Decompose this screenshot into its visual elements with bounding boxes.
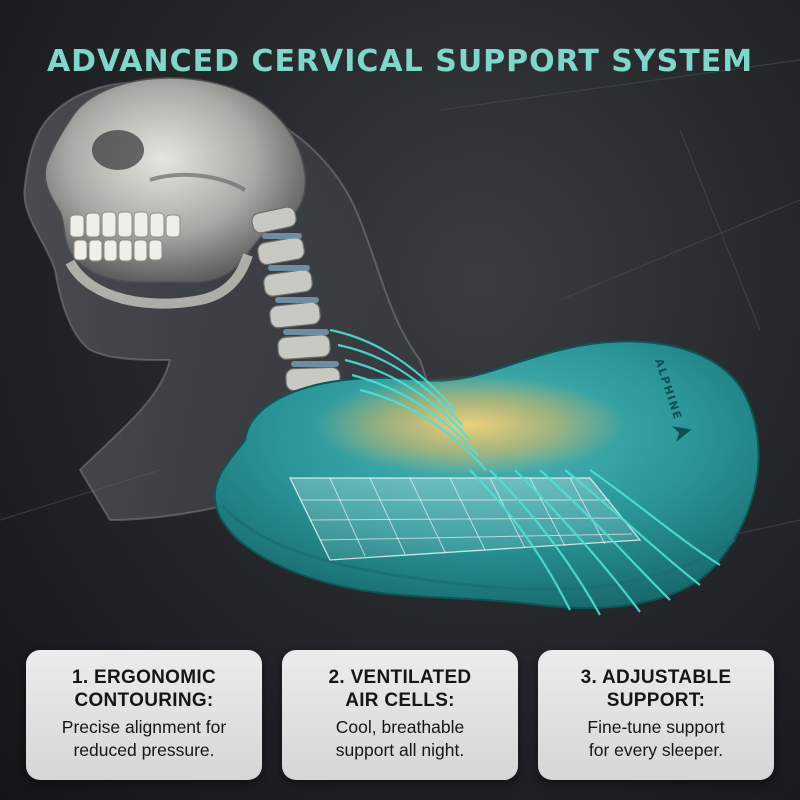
airflow-lines bbox=[329, 328, 721, 616]
feature-cards: 1. ERGONOMIC CONTOURING: Precise alignme… bbox=[26, 650, 776, 780]
feature-description: Precise alignment for reduced pressure. bbox=[26, 716, 262, 762]
feature-heading-line: 3. ADJUSTABLE bbox=[580, 667, 732, 688]
pillow-illustration: ALPHINE bbox=[213, 340, 760, 609]
feature-description-line: reduced pressure. bbox=[73, 740, 215, 760]
feature-heading-line: SUPPORT: bbox=[606, 690, 706, 711]
feature-description-line: support all night. bbox=[335, 740, 465, 760]
feature-description-line: Cool, breathable bbox=[335, 717, 465, 737]
feature-description: Fine-tune support for every sleeper. bbox=[538, 716, 774, 762]
feature-heading-line: 2. VENTILATED bbox=[328, 667, 472, 688]
feature-description: Cool, breathable support all night. bbox=[282, 716, 518, 762]
feature-heading: 2. VENTILATED AIR CELLS: bbox=[282, 666, 518, 712]
feature-heading-line: 1. ERGONOMIC bbox=[71, 667, 216, 688]
brand-logo-icon bbox=[672, 426, 692, 442]
skull-illustration bbox=[44, 77, 307, 309]
feature-description-line: Fine-tune support bbox=[587, 717, 725, 737]
feature-description-line: for every sleeper. bbox=[588, 740, 724, 760]
feature-card-ventilated: 2. VENTILATED AIR CELLS: Cool, breathabl… bbox=[282, 650, 518, 780]
feature-heading: 3. ADJUSTABLE SUPPORT: bbox=[538, 666, 774, 712]
page-title: ADVANCED CERVICAL SUPPORT SYSTEM bbox=[46, 44, 754, 79]
feature-card-adjustable: 3. ADJUSTABLE SUPPORT: Fine-tune support… bbox=[538, 650, 774, 780]
feature-heading: 1. ERGONOMIC CONTOURING: bbox=[26, 666, 262, 712]
feature-heading-line: AIR CELLS: bbox=[345, 690, 455, 711]
feature-card-ergonomic: 1. ERGONOMIC CONTOURING: Precise alignme… bbox=[26, 650, 262, 780]
feature-heading-line: CONTOURING: bbox=[74, 690, 214, 711]
feature-description-line: Precise alignment for bbox=[61, 717, 227, 737]
